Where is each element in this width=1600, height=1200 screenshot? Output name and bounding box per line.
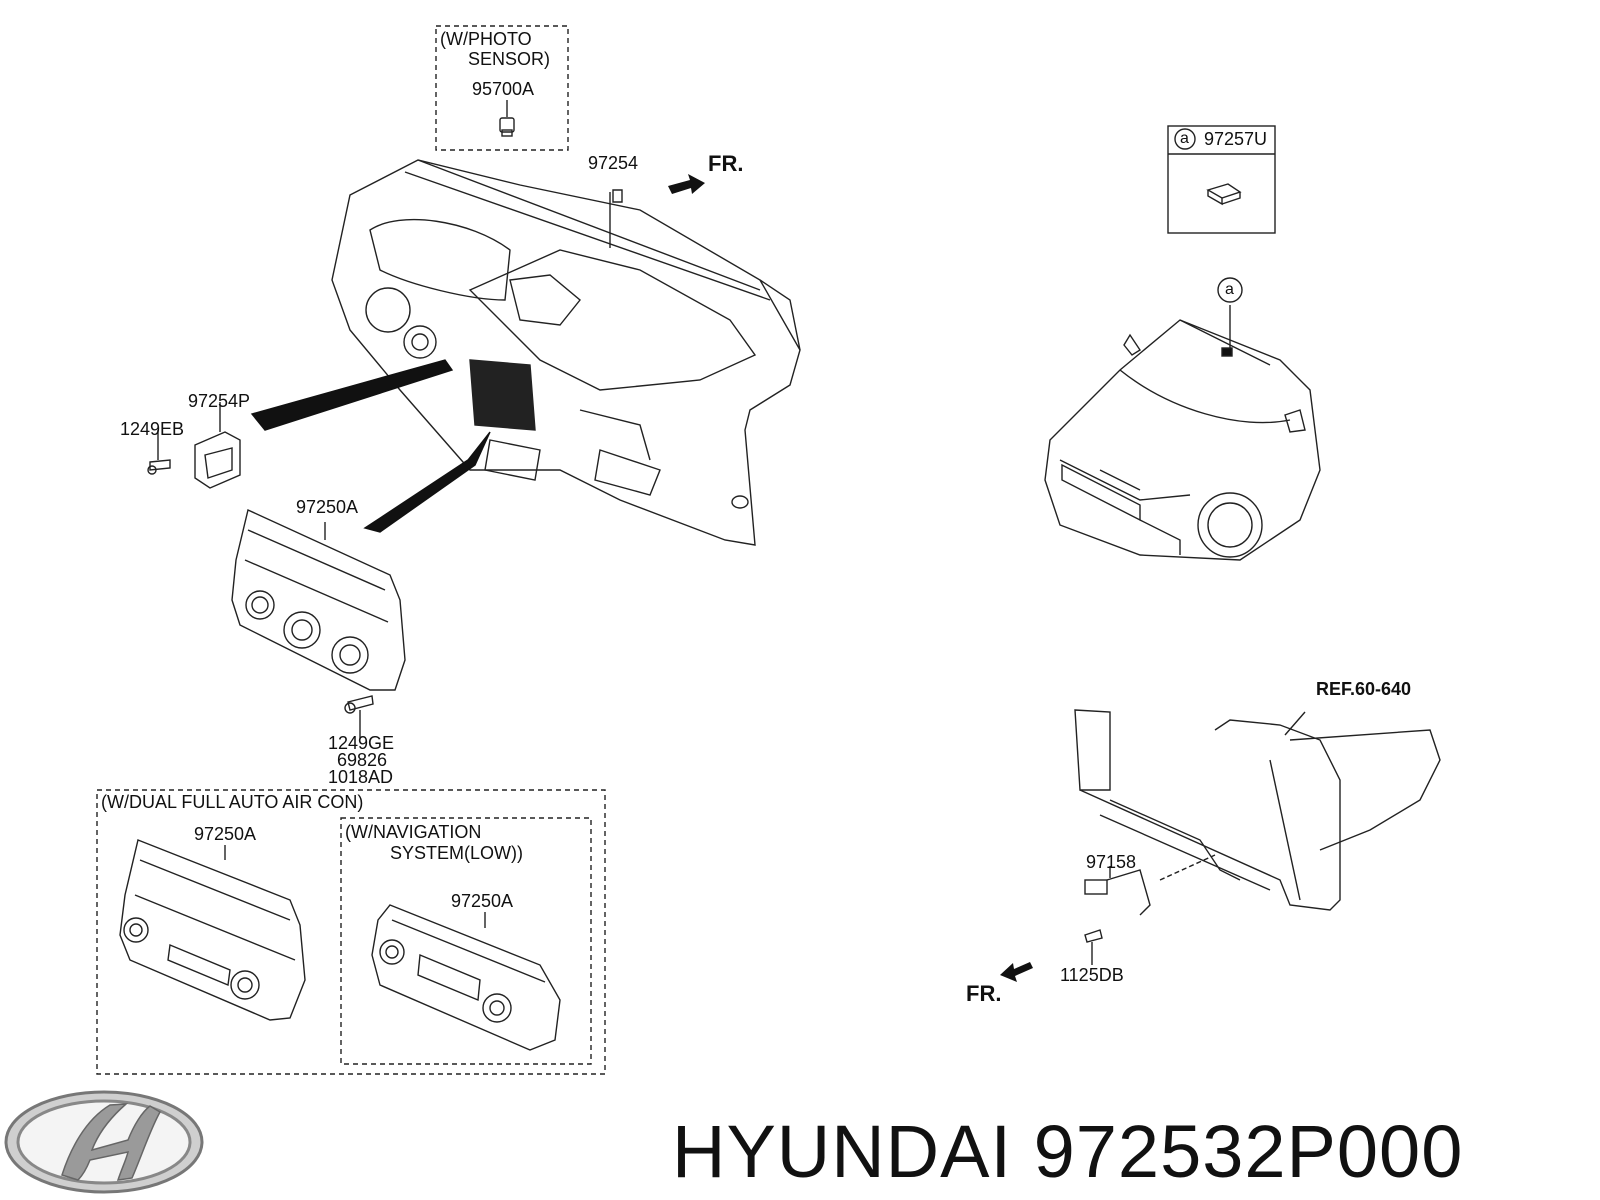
part-label-97250A-nav: 97250A <box>451 891 514 911</box>
part-label-1249EB: 1249EB <box>120 419 185 439</box>
bracket-97254P-drawing <box>194 402 241 489</box>
dashboard-drawing <box>331 159 801 546</box>
leader-ribbon-upper <box>250 359 454 431</box>
part-label-97254P: 97254P <box>188 391 251 411</box>
hyundai-logo-icon <box>4 1090 204 1194</box>
control-unit-nav-drawing <box>371 904 561 1051</box>
fastener-label-2: 69826 <box>337 750 388 770</box>
photo-sensor-title-line2: SENSOR) <box>468 49 551 69</box>
part-label-97158: 97158 <box>1086 852 1137 872</box>
fr-label-top: FR. <box>708 151 744 176</box>
ref-label: REF.60-640 <box>1316 679 1412 699</box>
car-callout-letter: a <box>1225 281 1234 298</box>
part-label-97254: 97254 <box>588 153 639 173</box>
part-label-97250A-dual: 97250A <box>194 824 257 844</box>
part-label-97257U: 97257U <box>1204 129 1268 149</box>
sensor-97257U-icon <box>1206 183 1242 206</box>
control-unit-main-drawing <box>231 509 406 691</box>
footer-brand: HYUNDAI <box>672 1110 1013 1193</box>
fastener-label-3: 1018AD <box>328 767 394 787</box>
front-arrow-icon <box>1000 962 1033 982</box>
detail-a-letter: a <box>1180 130 1189 147</box>
photo-sensor-title-line1: (W/PHOTO <box>440 29 532 49</box>
navigation-box <box>340 817 592 1065</box>
car-callout-a-circle <box>1217 277 1243 303</box>
fastener-label-1: 1249GE <box>328 733 395 753</box>
detail-a-box <box>1167 125 1276 234</box>
fr-label-bottom: FR. <box>966 981 1002 1006</box>
navigation-box-title-line2: SYSTEM(LOW)) <box>390 843 523 863</box>
navigation-box-title-line1: (W/NAVIGATION <box>345 822 482 842</box>
part-label-97250A-main: 97250A <box>296 497 359 517</box>
part-label-95700A: 95700A <box>472 79 535 99</box>
control-unit-dual-drawing <box>119 839 306 1021</box>
dual-auto-box-title: (W/DUAL FULL AUTO AIR CON) <box>101 792 364 812</box>
detail-a-circle <box>1174 128 1196 150</box>
part-label-1125DB: 1125DB <box>1060 965 1124 985</box>
car-drawing <box>1044 305 1321 561</box>
screw-1249EB-drawing <box>147 430 171 475</box>
front-arrow-icon <box>668 174 705 194</box>
radiator-support-drawing <box>1074 709 1441 965</box>
leader-ribbon-lower <box>363 431 491 533</box>
footer-part-title: HYUNDAI 972532P000 <box>672 1112 1463 1192</box>
photo-sensor-part-icon <box>499 100 515 137</box>
screw-1249GE-drawing <box>344 695 374 738</box>
footer-part-number: 972532P000 <box>1033 1110 1464 1193</box>
dual-auto-box <box>96 789 606 1075</box>
photo-sensor-box <box>435 25 569 151</box>
